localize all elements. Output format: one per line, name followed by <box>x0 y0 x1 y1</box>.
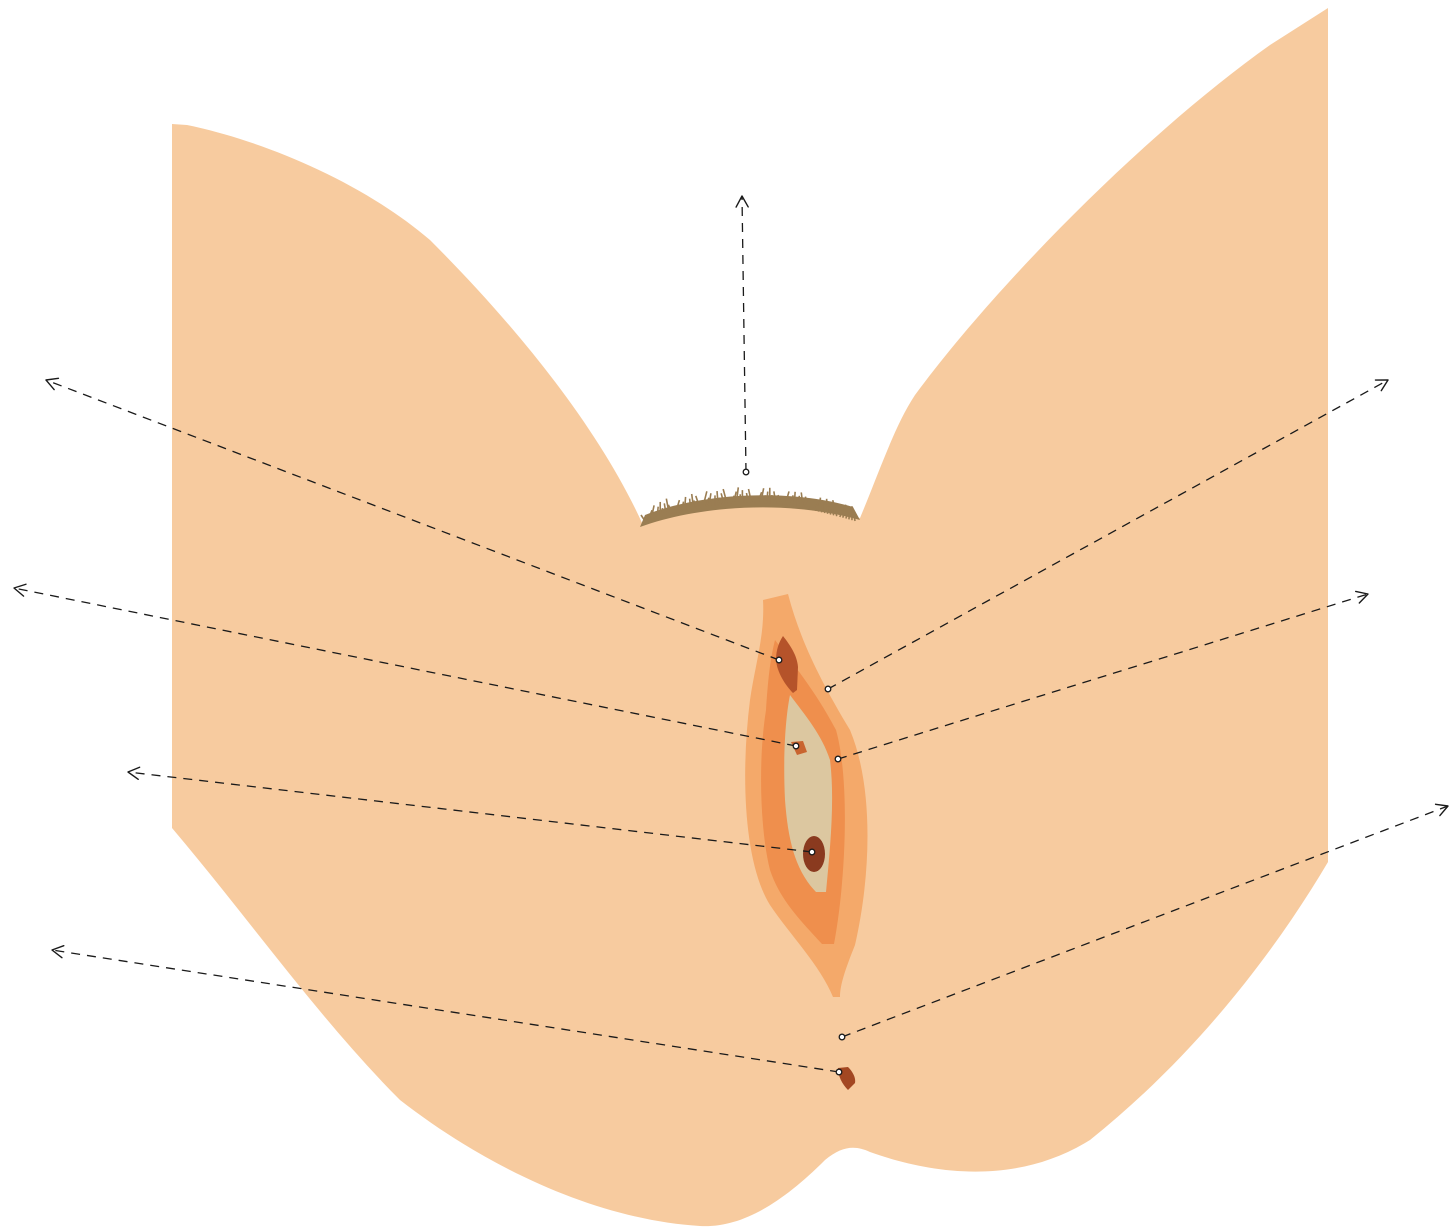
anchor-dot-vaginal-opening <box>809 849 815 855</box>
hair-strand <box>744 497 745 503</box>
hair-strand <box>657 507 658 518</box>
hair-strand <box>767 492 768 504</box>
leader-line-mons-pubis <box>742 196 746 472</box>
body-silhouette <box>172 8 1328 1226</box>
anchor-dot-clitoris <box>776 657 782 663</box>
hair-strand <box>827 499 828 514</box>
hair-strand <box>822 505 823 512</box>
hair-strand <box>849 509 850 519</box>
anchor-dot-labia-minora <box>835 756 841 762</box>
hair-strand <box>794 492 795 507</box>
callout-mons-pubis <box>736 196 749 475</box>
hair-strand <box>685 497 686 511</box>
hair-strand <box>690 499 691 510</box>
hair-strand <box>712 500 713 506</box>
arrowhead-perineum <box>1436 804 1448 815</box>
hair-strand <box>717 491 718 505</box>
hair-strand <box>739 494 740 503</box>
hair-strand <box>854 514 855 521</box>
anchor-dot-perineum <box>839 1034 845 1040</box>
arrowhead-mons-pubis <box>736 196 748 207</box>
anchor-dot-labia-majora <box>825 686 831 692</box>
anchor-dot-urethral-opening <box>793 743 799 749</box>
hair-strand <box>772 495 773 504</box>
hair-strand <box>662 508 663 516</box>
anchor-dot-anus <box>836 1069 842 1075</box>
anchor-dot-mons-pubis <box>743 469 749 475</box>
hair-strand <box>799 496 800 508</box>
